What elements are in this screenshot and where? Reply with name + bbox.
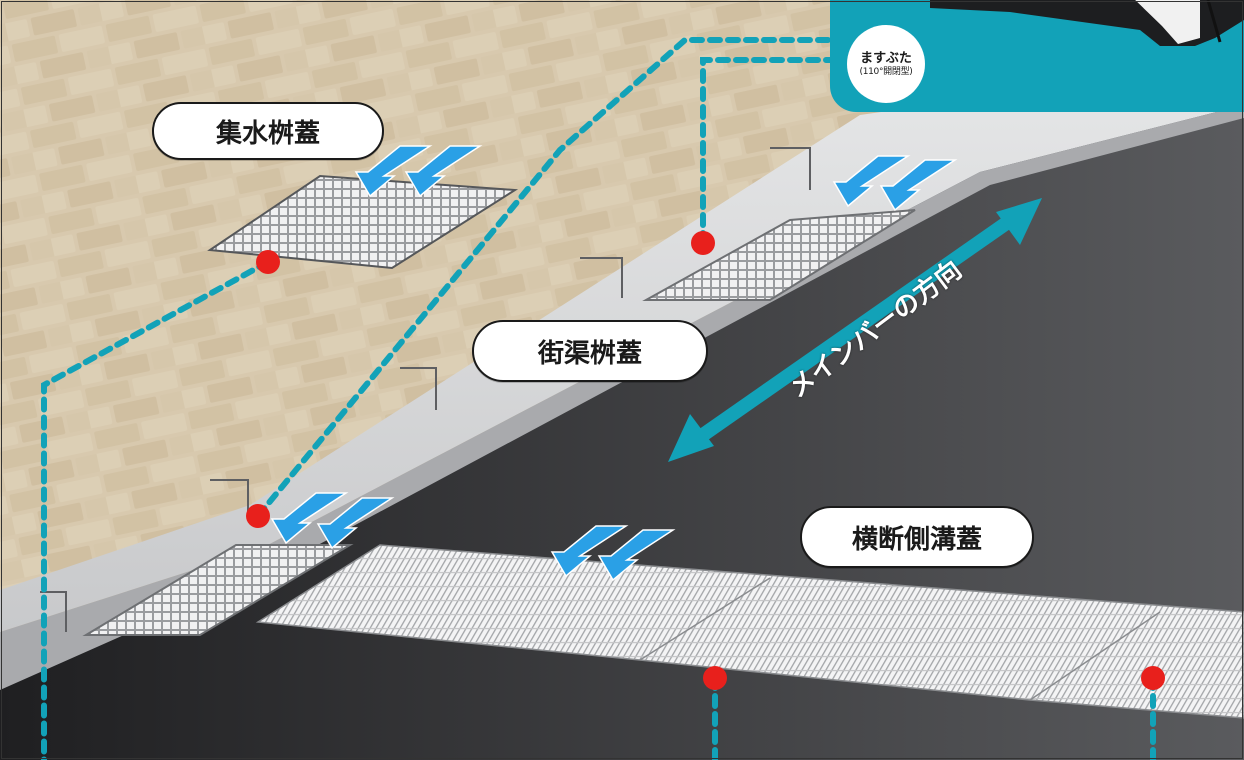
catch-basin-grate — [207, 174, 519, 270]
leader-line-gutter-2 — [700, 57, 843, 246]
main-bar-direction-arrow — [668, 198, 1042, 462]
gutter-grate-1 — [82, 544, 354, 636]
curb-face — [0, 105, 1244, 690]
cross-trench-cover-label: 横断側溝蓋 — [800, 506, 1034, 568]
leader-line-catch — [41, 259, 271, 760]
inset-badge-subtitle: (110°開閉型) — [859, 66, 913, 77]
gutter-basin-cover-label: 街渠桝蓋 — [472, 320, 708, 382]
inset-badge: ますぶた (110°開閉型) — [847, 25, 925, 103]
gutter-grate-2 — [642, 209, 916, 301]
leader-line-gutter-1 — [255, 37, 843, 519]
inset-badge-title: ますぶた — [860, 50, 912, 66]
catch-basin-cover-label: 集水桝蓋 — [152, 102, 384, 160]
